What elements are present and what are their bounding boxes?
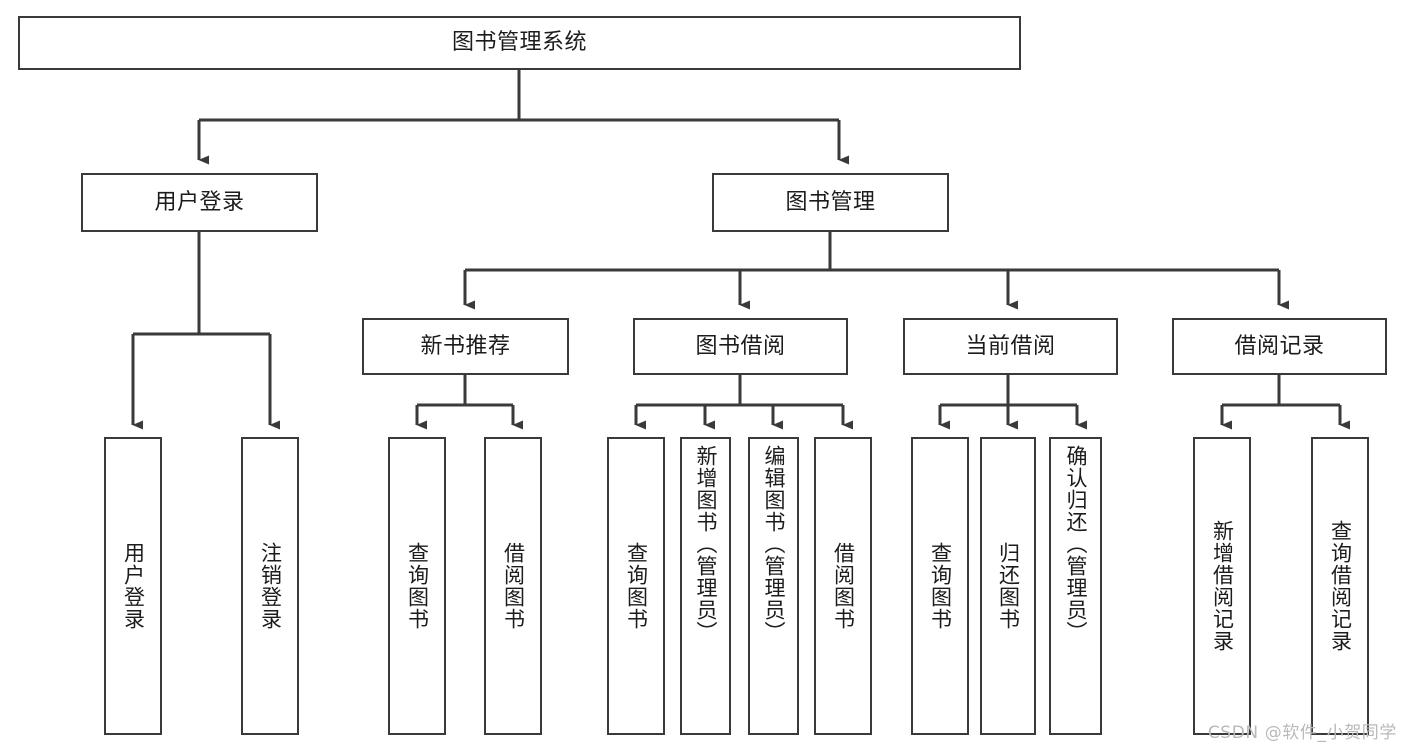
leaf-user-login[interactable]: 用户登录 — [104, 437, 162, 735]
node-label: 图书借阅 — [695, 333, 786, 359]
node-label: 当前借阅 — [965, 333, 1056, 359]
node-label: 用户登录 — [154, 189, 245, 215]
leaf-bb-borrow-book[interactable]: 借阅图书 — [814, 437, 872, 735]
node-label: 用户登录 — [121, 542, 146, 630]
leaf-nb-borrow-book[interactable]: 借阅图书 — [484, 437, 542, 735]
node-new-book-recommend[interactable]: 新书推荐 — [362, 318, 569, 375]
leaf-nb-query-book[interactable]: 查询图书 — [388, 437, 446, 735]
node-label: 查询图书 — [928, 542, 953, 630]
node-label: 图书管理系统 — [451, 30, 587, 56]
leaf-cb-query-book[interactable]: 查询图书 — [911, 437, 969, 735]
leaf-br-add-record[interactable]: 新增借阅记录 — [1193, 437, 1251, 735]
node-label: 归还图书 — [996, 542, 1021, 630]
node-label: 新增图书（管理员） — [693, 445, 718, 643]
leaf-bb-edit-book-admin[interactable]: 编辑图书（管理员） — [748, 437, 799, 735]
leaf-br-query-record[interactable]: 查询借阅记录 — [1311, 437, 1369, 735]
node-label: 新书推荐 — [420, 333, 511, 359]
node-root-system[interactable]: 图书管理系统 — [18, 16, 1021, 70]
node-label: 查询借阅记录 — [1328, 520, 1353, 652]
node-label: 图书管理 — [785, 189, 876, 215]
node-label: 借阅图书 — [831, 542, 856, 630]
leaf-logout-login[interactable]: 注销登录 — [241, 437, 299, 735]
node-current-borrow[interactable]: 当前借阅 — [903, 318, 1118, 375]
node-user-login[interactable]: 用户登录 — [81, 173, 318, 232]
node-label: 新增借阅记录 — [1210, 520, 1235, 652]
leaf-bb-query-book[interactable]: 查询图书 — [607, 437, 665, 735]
node-label: 确认归还（管理员） — [1063, 445, 1088, 643]
node-book-borrow[interactable]: 图书借阅 — [633, 318, 848, 375]
node-label: 查询图书 — [624, 542, 649, 630]
node-label: 借阅图书 — [501, 542, 526, 630]
node-label: 编辑图书（管理员） — [761, 445, 786, 643]
leaf-cb-return-book[interactable]: 归还图书 — [980, 437, 1036, 735]
leaf-bb-add-book-admin[interactable]: 新增图书（管理员） — [680, 437, 731, 735]
node-label: 借阅记录 — [1234, 333, 1325, 359]
leaf-cb-confirm-return-admin[interactable]: 确认归还（管理员） — [1049, 437, 1102, 735]
node-label: 查询图书 — [405, 542, 430, 630]
node-borrow-record[interactable]: 借阅记录 — [1172, 318, 1387, 375]
node-book-management[interactable]: 图书管理 — [712, 173, 949, 232]
node-label: 注销登录 — [258, 542, 283, 630]
